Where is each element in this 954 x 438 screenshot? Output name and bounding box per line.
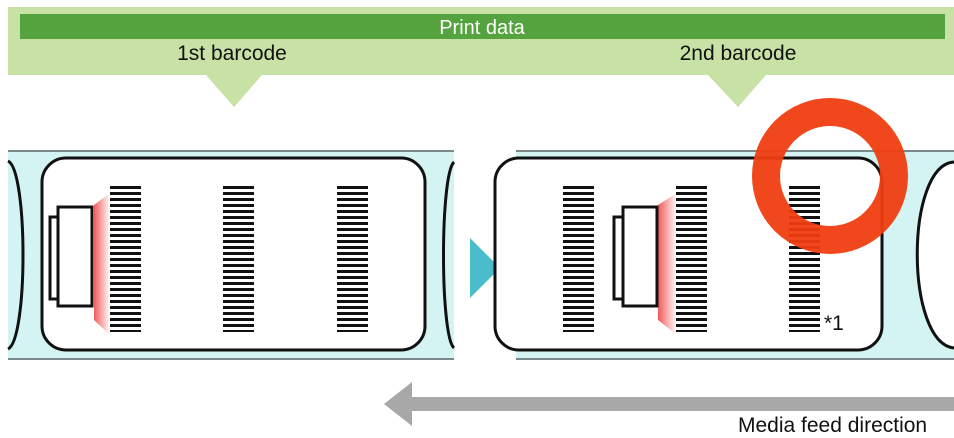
feed-direction-label: Media feed direction <box>738 414 927 437</box>
right-next-label <box>915 160 954 350</box>
left-next-label-edge <box>442 160 456 350</box>
scanner-beam <box>658 193 677 335</box>
second-barcode-pointer <box>708 75 766 107</box>
play-arrow-icon <box>470 238 500 298</box>
left-arrow-icon <box>384 382 954 426</box>
left-label-edge <box>6 159 25 351</box>
barcode-4 <box>563 184 594 332</box>
second-scan-panel: *1 <box>493 98 954 360</box>
scanner-beam <box>94 193 110 335</box>
barcode-2 <box>223 184 254 332</box>
barcode-5 <box>676 184 707 332</box>
barcode-scanner-icon <box>48 193 110 335</box>
feed-direction: Media feed direction <box>384 382 954 437</box>
first-scan-panel <box>6 150 456 360</box>
error-ring-icon <box>752 98 908 254</box>
barcode-6 <box>789 184 820 332</box>
first-barcode-pointer <box>206 75 262 107</box>
scanner-body <box>56 205 94 308</box>
second-barcode-label: 2nd barcode <box>680 42 797 65</box>
barcode-3 <box>337 184 368 332</box>
scanner-body <box>621 205 659 308</box>
print-data-header: Print data 1st barcode 2nd barcode <box>8 7 954 107</box>
barcode-scanner-icon <box>612 193 677 335</box>
first-barcode-label: 1st barcode <box>177 42 287 65</box>
barcode-1 <box>110 184 141 332</box>
scanner-handle <box>48 215 60 301</box>
header-title: Print data <box>439 17 525 39</box>
scanner-handle <box>612 215 625 301</box>
header-bar <box>20 14 945 39</box>
footnote-marker: *1 <box>824 312 844 335</box>
